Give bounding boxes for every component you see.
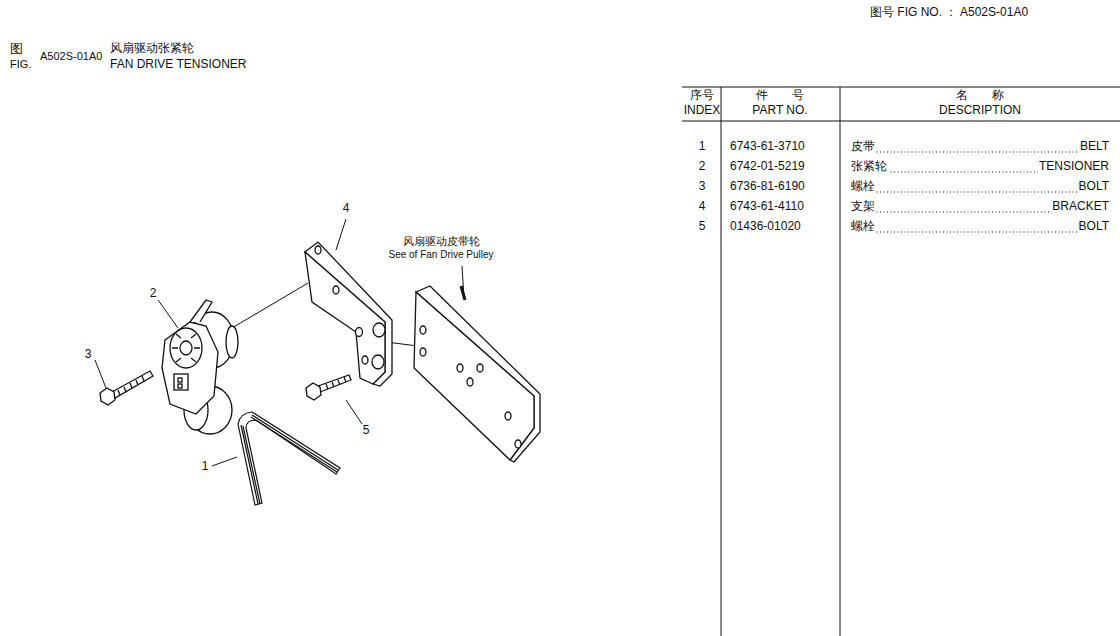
part-number-cell: 6743-61-3710 [730, 140, 805, 154]
callout-number: 3 [85, 348, 92, 362]
part-number-cell: 6742-01-5219 [730, 160, 805, 174]
part-number-cell: 6736-81-6190 [730, 180, 805, 194]
reference-note: See of Fan Drive Pulley [388, 249, 493, 261]
fig-prefix: FIG. [10, 58, 31, 71]
bolt [306, 375, 351, 400]
description-cn: 张紧轮 [850, 160, 888, 174]
tensioner [162, 300, 238, 434]
bolt [100, 371, 153, 405]
figure-title-cn: 风扇驱动张紧轮 [110, 42, 194, 56]
column-header: INDEX [684, 104, 721, 118]
figure-number: 图号 FIG NO. ： A502S-01A0 [870, 6, 1028, 20]
description-en: BOLT [1078, 180, 1110, 194]
mounting-plate [414, 266, 540, 462]
description-cn: 螺栓 [850, 220, 876, 234]
description-en: BRACKET [1051, 200, 1110, 214]
fig-prefix: 图 [10, 42, 23, 57]
description-cn: 螺栓 [850, 180, 876, 194]
belt [238, 412, 340, 505]
column-header: 件 号 [756, 89, 804, 103]
description-en: BELT [1079, 140, 1110, 154]
index-cell: 5 [699, 220, 706, 234]
description-en: BOLT [1078, 220, 1110, 234]
part-number-cell: 01436-01020 [730, 220, 801, 234]
reference-note: 风扇驱动皮带轮 [403, 235, 480, 248]
column-header: DESCRIPTION [939, 104, 1021, 118]
callout-number: 2 [150, 287, 157, 301]
table-rules [682, 87, 1120, 636]
callout-number: 4 [343, 202, 350, 216]
figure-id: A502S-01A0 [40, 50, 102, 63]
index-cell: 1 [699, 140, 706, 154]
index-cell: 4 [699, 200, 706, 214]
part-number-cell: 6743-61-4110 [730, 200, 804, 214]
description-cn: 皮带 [850, 140, 876, 154]
description-cn: 支架 [850, 200, 876, 214]
figure-title: FAN DRIVE TENSIONER [110, 58, 246, 72]
callout-number: 5 [363, 424, 370, 438]
callout-number: 1 [202, 460, 209, 474]
index-cell: 2 [699, 160, 706, 174]
bracket [305, 242, 392, 386]
column-header: 序号 [690, 89, 714, 103]
column-header: 名 称 [956, 89, 1004, 103]
column-header: PART NO. [752, 104, 807, 118]
index-cell: 3 [699, 180, 706, 194]
leader-lines [95, 219, 362, 466]
description-en: TENSIONER [1038, 160, 1110, 174]
